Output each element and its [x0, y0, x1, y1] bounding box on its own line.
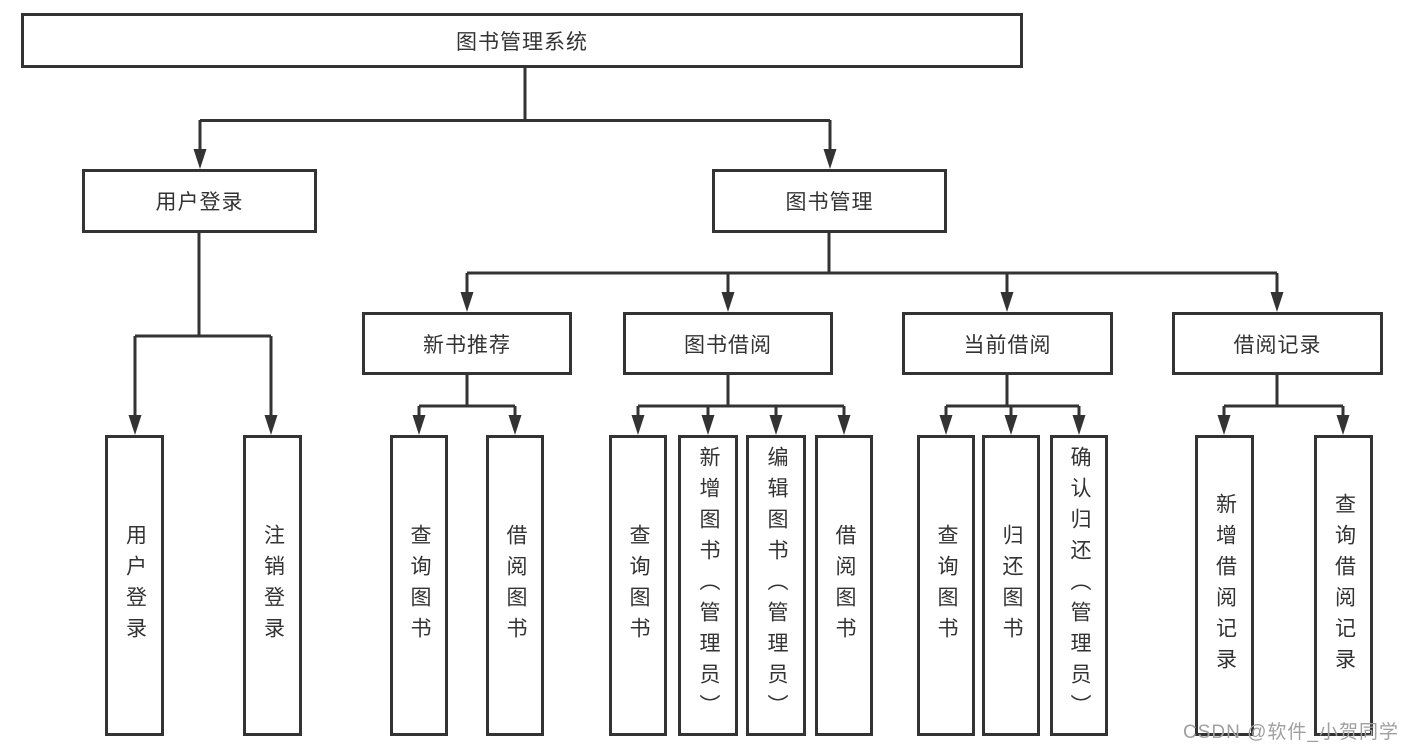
leaf-label: 查询图书: [627, 523, 650, 648]
node-book-borrowing: 图书借阅: [623, 312, 833, 375]
leaf-confirm-return-admin: 确认归还（管理员）: [1050, 435, 1108, 736]
node-new-book-recommendation: 新书推荐: [362, 312, 572, 375]
leaf-label: 编辑图书（管理员）: [765, 446, 788, 725]
watermark: CSDN @软件_小贺同学: [1183, 722, 1399, 743]
leaf-add-borrow-record: 新增借阅记录: [1195, 435, 1254, 736]
leaf-logout: 注销登录: [243, 435, 302, 736]
leaf-user-login: 用户登录: [105, 435, 164, 736]
node-user-login: 用户登录: [82, 169, 317, 233]
leaf-query-books: 查询图书: [609, 435, 667, 736]
node-book-management: 图书管理: [712, 169, 947, 233]
leaf-label: 注销登录: [261, 523, 285, 648]
node-label: 图书管理系统: [456, 30, 588, 54]
node-label: 图书管理: [785, 191, 874, 214]
leaf-add-books-admin: 新增图书（管理员）: [678, 435, 738, 736]
leaf-label: 查询图书: [935, 523, 958, 648]
leaf-label: 查询借阅记录: [1332, 492, 1356, 679]
leaf-label: 借阅图书: [504, 523, 527, 648]
leaf-label: 确认归还（管理员）: [1068, 446, 1091, 725]
node-current-borrowing: 当前借阅: [902, 312, 1113, 375]
leaf-label: 新增借阅记录: [1213, 492, 1237, 679]
leaf-label: 归还图书: [1000, 523, 1023, 648]
node-label: 新书推荐: [423, 333, 511, 357]
leaf-return-books: 归还图书: [982, 435, 1040, 736]
node-label: 当前借阅: [963, 333, 1052, 357]
leaf-borrow-books: 借阅图书: [486, 435, 544, 736]
leaf-label: 借阅图书: [833, 523, 856, 648]
leaf-query-books: 查询图书: [917, 435, 975, 736]
leaf-query-borrow-record: 查询借阅记录: [1314, 435, 1373, 736]
node-label: 借阅记录: [1233, 333, 1322, 357]
node-borrowing-records: 借阅记录: [1172, 312, 1383, 375]
node-label: 图书借阅: [684, 333, 772, 357]
node-label: 用户登录: [155, 191, 244, 214]
leaf-borrow-books: 借阅图书: [815, 435, 873, 736]
leaf-label: 新增图书（管理员）: [697, 446, 720, 725]
leaf-label: 查询图书: [408, 523, 431, 648]
node-system-root: 图书管理系统: [21, 13, 1023, 68]
leaf-edit-books-admin: 编辑图书（管理员）: [746, 435, 806, 736]
leaf-label: 用户登录: [123, 523, 147, 648]
leaf-query-books: 查询图书: [390, 435, 448, 736]
